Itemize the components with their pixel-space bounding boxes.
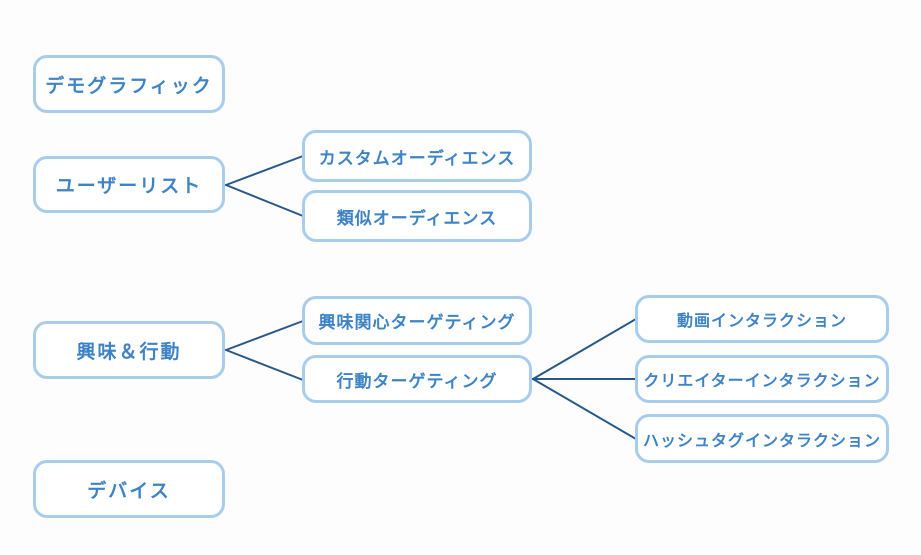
node-lookalike-audience: 類似オーディエンス: [302, 190, 532, 242]
node-lookalike-audience-label: 類似オーディエンス: [336, 208, 498, 228]
node-creator-interaction-label: クリエイターインタラクション: [643, 373, 881, 390]
connector-line: [225, 155, 304, 186]
node-device-label: デバイス: [87, 480, 171, 502]
node-video-interaction: 動画インタラクション: [635, 295, 889, 343]
node-behavior-targeting: 行動ターゲティング: [302, 355, 532, 403]
connector-line: [225, 349, 304, 381]
connector-line: [225, 184, 304, 217]
node-behavior-targeting-label: 行動ターゲティング: [336, 371, 498, 391]
node-hashtag-interaction-label: ハッシュタグインタラクション: [642, 432, 881, 450]
node-video-interaction-label: 動画インタラクション: [676, 313, 847, 330]
node-hashtag-interaction: ハッシュタグインタラクション: [635, 414, 889, 463]
connector-line: [532, 378, 637, 440]
node-custom-audience: カスタムオーディエンス: [302, 130, 532, 182]
node-demographic-label: デモグラフィック: [45, 75, 213, 97]
node-creator-interaction: クリエイターインタラクション: [635, 355, 889, 403]
node-custom-audience-label: カスタムオーディエンス: [318, 148, 516, 168]
node-demographic: デモグラフィック: [33, 55, 225, 113]
connector-line: [225, 320, 304, 351]
node-user-list: ユーザーリスト: [33, 156, 225, 213]
node-interest-behavior-label: 興味＆行動: [76, 341, 182, 363]
node-interest-behavior: 興味＆行動: [33, 321, 225, 379]
node-interest-targeting: 興味関心ターゲティング: [302, 296, 532, 345]
node-device: デバイス: [33, 460, 225, 518]
node-interest-targeting-label: 興味関心ターゲティング: [318, 313, 516, 332]
node-user-list-label: ユーザーリスト: [55, 176, 203, 197]
connector-line: [532, 318, 637, 380]
